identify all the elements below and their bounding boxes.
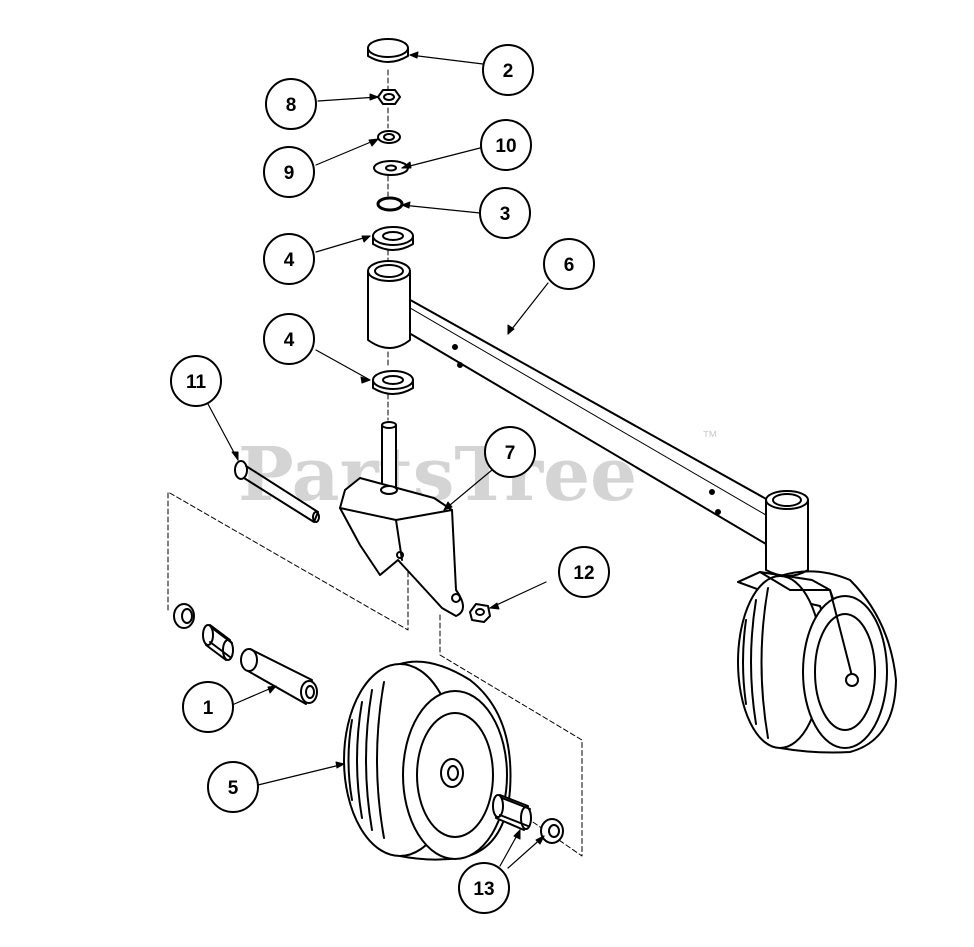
callout-11: 11 (170, 355, 222, 407)
callout-label: 8 (286, 95, 297, 116)
callout-label: 5 (228, 778, 239, 799)
axle-bolt-part (234, 460, 320, 523)
callout-4-lower: 4 (263, 313, 315, 365)
spacer-tube-part (240, 648, 318, 705)
callout-label: 12 (573, 563, 594, 584)
lock-washer-part (377, 130, 401, 144)
callout-8: 8 (265, 78, 317, 130)
callout-label: 3 (500, 204, 511, 225)
callout-label: 7 (505, 443, 516, 464)
callout-3: 3 (479, 187, 531, 239)
roller-bearing-right-part (492, 794, 532, 831)
wheel-front-part (343, 660, 512, 861)
callout-label: 9 (284, 163, 295, 184)
bearing-upper-part (372, 226, 414, 251)
callout-label: 4 (284, 330, 295, 351)
callout-label: 2 (503, 61, 514, 82)
caster-fork-part (339, 421, 464, 617)
grease-seal-left-part (173, 603, 195, 629)
snap-ring-part (376, 196, 404, 212)
callout-2: 2 (482, 44, 534, 96)
assembly-guide-lines (167, 69, 583, 857)
bearing-lower-part (372, 370, 414, 395)
roller-bearing-left-part (202, 624, 234, 661)
callout-label: 11 (186, 372, 207, 393)
callout-13: 13 (458, 862, 510, 914)
callout-6: 6 (543, 238, 595, 290)
callout-1: 1 (182, 681, 234, 733)
grease-seal-right-part (540, 818, 564, 844)
caster-wheel-assembled-part (737, 570, 897, 754)
lock-nut-part (469, 603, 491, 623)
axle-frame-part (367, 260, 809, 577)
callout-10: 10 (480, 119, 532, 171)
cap-part (367, 38, 409, 63)
watermark-trademark: ™ (702, 429, 718, 446)
callout-label: 4 (284, 250, 295, 271)
callout-label: 6 (564, 255, 575, 276)
callout-12: 12 (558, 546, 610, 598)
callout-label: 10 (495, 136, 516, 157)
callout-4-upper: 4 (263, 233, 315, 285)
callout-label: 13 (473, 879, 494, 900)
callout-7: 7 (484, 426, 536, 478)
hex-nut-part (377, 89, 401, 105)
leader-arrowheads (231, 51, 545, 845)
callout-label: 1 (203, 698, 214, 719)
callout-5: 5 (207, 761, 259, 813)
callout-9: 9 (263, 146, 315, 198)
